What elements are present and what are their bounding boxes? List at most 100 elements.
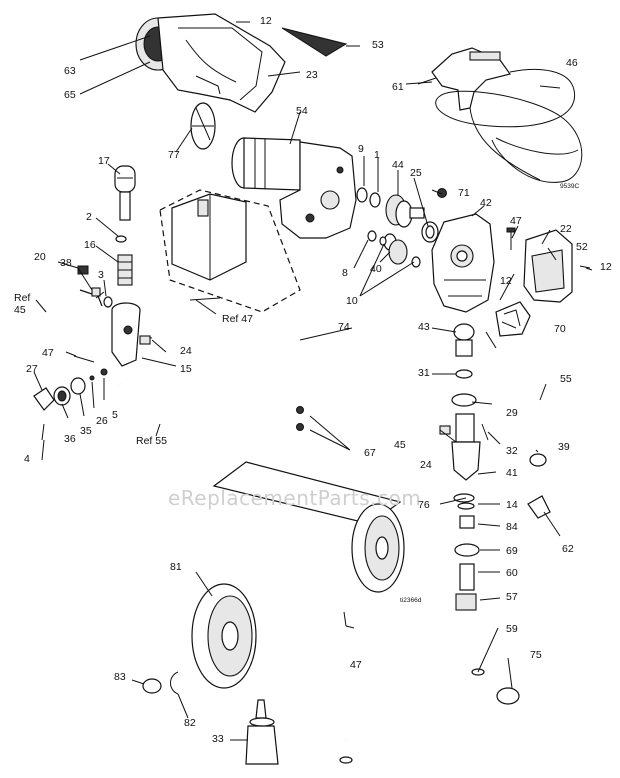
part-ref-45-tube[interactable] [41, 309, 94, 359]
callout-33: 33 [212, 733, 224, 745]
part-22-cover[interactable] [523, 229, 573, 303]
part-70-guard[interactable] [495, 301, 531, 337]
callout-36: 36 [64, 433, 76, 445]
callout-67: 67 [364, 447, 376, 459]
part-38[interactable] [79, 287, 103, 307]
part-62[interactable] [527, 495, 551, 519]
part-32[interactable] [481, 423, 489, 441]
part-8-washer[interactable] [367, 230, 377, 242]
part-3[interactable] [103, 296, 113, 308]
part-81-wheel-rear[interactable] [351, 503, 405, 593]
callout-47-right: 47 [510, 215, 522, 227]
part-69[interactable] [454, 543, 480, 557]
part-47-screw-right[interactable] [506, 227, 516, 250]
part-39[interactable] [529, 453, 547, 467]
part-44-gear[interactable] [385, 194, 425, 228]
part-16-screen[interactable] [117, 254, 133, 286]
part-74-cart[interactable] [206, 329, 485, 764]
watermark: eReplacementParts.com [168, 486, 422, 510]
callout-24-right: 24 [420, 459, 432, 471]
part-control-box[interactable] [159, 189, 301, 313]
part-77-fan[interactable] [190, 102, 216, 150]
part-83-cap[interactable] [142, 678, 162, 694]
callout-20: 20 [34, 251, 46, 263]
callout-39: 39 [558, 441, 570, 453]
callout-55: 55 [560, 373, 572, 385]
callout-83: 83 [114, 671, 126, 683]
part-10-washers[interactable] [379, 236, 421, 268]
part-35[interactable] [70, 377, 86, 395]
part-24-right[interactable] [439, 425, 451, 435]
part-42-housing[interactable] [431, 213, 495, 313]
part-5[interactable] [100, 368, 108, 376]
part-82-clip[interactable] [170, 671, 179, 695]
figure-code-top: 9539C [560, 183, 580, 190]
leader-lines [33, 21, 593, 741]
callout-23: 23 [306, 69, 318, 81]
callout-53: 53 [372, 39, 384, 51]
callout-1: 1 [374, 149, 380, 161]
part-31[interactable] [455, 369, 473, 379]
part-25-seal[interactable] [421, 221, 439, 243]
part-45-rod[interactable] [392, 397, 442, 431]
part-ref-55-pipe[interactable] [117, 381, 165, 427]
part-55-hose[interactable] [534, 329, 550, 441]
part-20[interactable] [77, 265, 89, 275]
part-2-o-ring[interactable] [115, 235, 127, 243]
part-67-bolts[interactable] [296, 406, 304, 431]
part-57[interactable] [455, 593, 477, 611]
part-43[interactable] [453, 323, 475, 357]
part-81-wheel-front[interactable] [191, 583, 257, 689]
part-14[interactable] [457, 502, 475, 510]
callout-9: 9 [358, 143, 364, 155]
callout-84: 84 [506, 521, 518, 533]
callout-61: 61 [392, 81, 404, 93]
part-27[interactable] [33, 387, 55, 411]
callout-ref-47: Ref 47 [222, 313, 253, 325]
callout-76: 76 [418, 499, 430, 511]
callout-27: 27 [26, 363, 38, 375]
callout-43: 43 [418, 321, 430, 333]
callout-82: 82 [184, 717, 196, 729]
part-40-gear[interactable] [383, 233, 408, 265]
part-shroud[interactable] [135, 13, 286, 113]
part-29[interactable] [451, 393, 477, 407]
callout-42: 42 [480, 197, 492, 209]
part-1-washer[interactable] [369, 192, 381, 208]
part-54-motor[interactable] [231, 137, 357, 239]
callout-71: 71 [458, 187, 470, 199]
part-4[interactable] [41, 423, 45, 441]
part-12-screw-right[interactable] [579, 265, 591, 269]
part-24-left[interactable] [139, 335, 151, 345]
part-53[interactable] [281, 27, 348, 57]
part-47-pin-lower[interactable] [343, 611, 347, 627]
callout-5: 5 [112, 409, 118, 421]
part-47-pin-left[interactable] [73, 355, 95, 363]
callout-40: 40 [370, 263, 382, 275]
part-75[interactable] [496, 687, 520, 705]
part-26[interactable] [89, 375, 95, 381]
callout-47-bottom: 47 [350, 659, 362, 671]
part-47-pin-right[interactable] [485, 331, 497, 349]
callout-38: 38 [60, 257, 72, 269]
part-36[interactable] [53, 386, 71, 406]
callout-44: 44 [392, 159, 404, 171]
callout-63: 63 [64, 65, 76, 77]
part-71-nut[interactable] [437, 188, 447, 198]
part-9-washer[interactable] [356, 187, 368, 203]
callout-41: 41 [506, 467, 518, 479]
part-84[interactable] [459, 515, 475, 529]
part-46-hose[interactable] [435, 68, 583, 183]
callout-59: 59 [506, 623, 518, 635]
part-15-pump-body[interactable] [111, 302, 153, 367]
part-33-oil-bottle[interactable] [245, 699, 279, 765]
part-61-gun[interactable] [417, 47, 512, 111]
callout-22: 22 [560, 223, 572, 235]
part-60[interactable] [459, 563, 475, 591]
callout-77: 77 [168, 149, 180, 161]
part-17-filter[interactable] [114, 165, 136, 221]
callout-69: 69 [506, 545, 518, 557]
part-41-pump[interactable] [451, 413, 481, 481]
callout-62: 62 [562, 543, 574, 555]
